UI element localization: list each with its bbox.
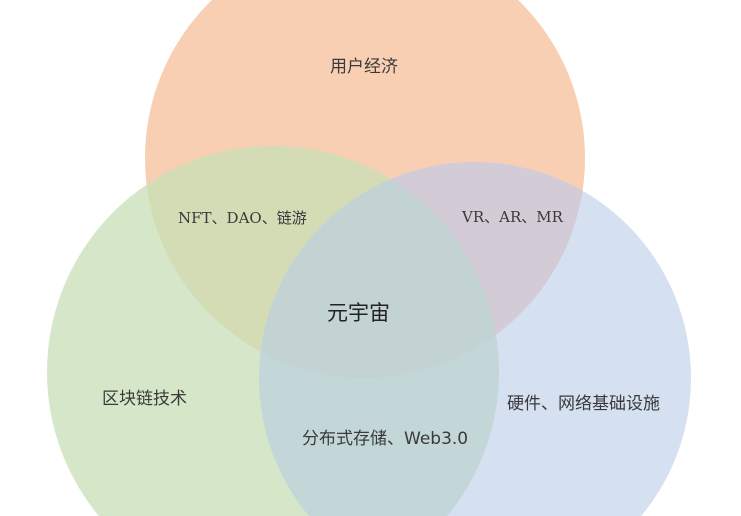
label-blockchain: 区块链技术 — [102, 389, 187, 409]
region-all — [259, 162, 499, 378]
label-user-economy: 用户经济 — [330, 57, 398, 77]
label-metaverse-center: 元宇宙 — [327, 301, 390, 325]
label-hardware-network: 硬件、网络基础设施 — [507, 394, 660, 414]
label-user-blockchain-intersection: NFT、DAO、链游 — [178, 209, 307, 227]
label-blockchain-hardware-intersection: 分布式存储、Web3.0 — [302, 429, 469, 449]
label-user-hardware-intersection: VR、AR、MR — [462, 208, 563, 226]
